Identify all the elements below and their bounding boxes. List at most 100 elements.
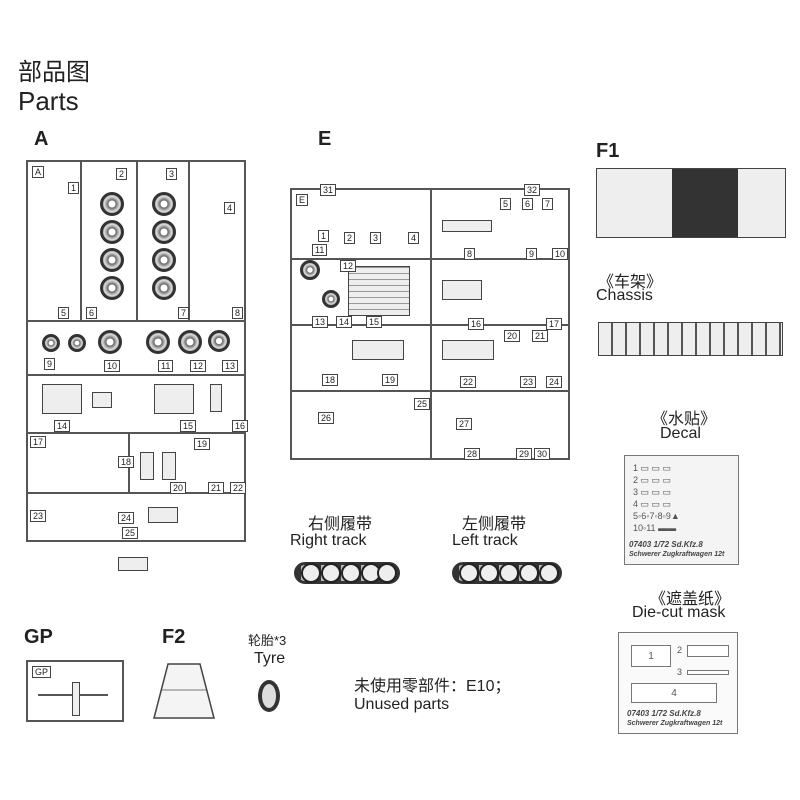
- part-number: 14: [336, 316, 353, 328]
- part-number: 31: [320, 184, 337, 196]
- gp-sprue-frame: GP: [26, 660, 124, 722]
- part-number: 13: [312, 316, 329, 328]
- decal-caption-2: Schwerer Zugkraftwagen 12t: [629, 551, 725, 558]
- part-number: 7: [178, 307, 190, 319]
- part-number: 23: [520, 376, 537, 388]
- part-number: 3: [370, 232, 382, 244]
- part-number: 16: [232, 420, 249, 432]
- tyre-label-cn: 轮胎*3: [248, 633, 287, 648]
- sprue-e-tag: E: [296, 194, 309, 206]
- decal-number: 4: [633, 499, 639, 509]
- part-number: 19: [194, 438, 211, 450]
- part-number: 20: [170, 482, 187, 494]
- left-track-label-en: Left track: [452, 532, 518, 549]
- part-number: 4: [224, 202, 236, 214]
- part-number: 1: [68, 182, 80, 194]
- part-number: 15: [366, 316, 383, 328]
- mask-label-cn: 《遮盖纸》: [650, 591, 731, 608]
- unused-parts-en: Unused parts: [354, 696, 450, 713]
- part-number: 17: [30, 436, 47, 448]
- part-number: 19: [382, 374, 399, 386]
- right-track-label-cn: 右侧履带: [308, 516, 373, 533]
- part-number: 4: [408, 232, 420, 244]
- part-number: 24: [118, 512, 135, 524]
- part-number: 14: [54, 420, 71, 432]
- part-number: 25: [122, 527, 139, 539]
- part-number: 12: [190, 360, 207, 372]
- decal-number: 3: [633, 487, 639, 497]
- title-chinese: 部品图: [18, 59, 90, 86]
- right-track-label-en: Right track: [290, 532, 367, 549]
- left-track-label-cn: 左侧履带: [462, 516, 527, 533]
- tyre-label-en: Tyre: [254, 650, 286, 667]
- part-number: 30: [534, 448, 551, 460]
- part-number: 23: [30, 510, 47, 522]
- sprue-a-frame: A 1 2 3 4 5 6 7 8 9 10 11 12 13 14 15 16…: [26, 160, 249, 571]
- chassis-label-cn: 《车架》: [598, 274, 663, 291]
- part-number: 11: [312, 244, 328, 256]
- chassis-part: [598, 322, 783, 356]
- decal-number: 5: [633, 511, 639, 521]
- part-number: 25: [414, 398, 431, 410]
- part-number: 8: [464, 248, 476, 260]
- part-number: 8: [232, 307, 244, 319]
- part-number: 29: [516, 448, 533, 460]
- part-number: 2: [116, 168, 128, 180]
- part-number: 10: [104, 360, 121, 372]
- gp-label: GP: [24, 626, 53, 648]
- part-number: 22: [230, 482, 247, 494]
- part-number: 3: [166, 168, 178, 180]
- part-number: 12: [340, 260, 357, 272]
- part-number: 9: [526, 248, 538, 260]
- mask-label-en: Die-cut mask: [632, 604, 726, 621]
- decal-number: 7: [649, 511, 655, 521]
- part-number: 5: [58, 307, 70, 319]
- sprue-e-label: E: [318, 128, 332, 150]
- mask-caption-2: Schwerer Zugkraftwagen 12t: [627, 720, 723, 727]
- part-number: 18: [322, 374, 339, 386]
- part-number: 13: [222, 360, 239, 372]
- mask-number: 3: [677, 667, 683, 677]
- f1-body-part: [596, 168, 786, 238]
- part-number: 7: [542, 198, 554, 210]
- sprue-e-frame: E 1 2 3 4 5 6 7 8 9 10 11 12 13 14 15 16…: [290, 184, 570, 460]
- part-number: 6: [86, 307, 98, 319]
- title-english: Parts: [18, 86, 79, 116]
- decal-number: 11: [646, 523, 656, 533]
- chassis-label-en: Chassis: [596, 287, 653, 304]
- decal-label-en: Decal: [660, 425, 701, 442]
- gp-tag: GP: [32, 666, 52, 678]
- part-number: 9: [44, 358, 56, 370]
- part-number: 18: [118, 456, 135, 468]
- unused-parts-cn: 未使用零部件：E10；: [354, 678, 511, 695]
- part-number: 32: [524, 184, 541, 196]
- part-number: 26: [318, 412, 335, 424]
- sprue-a-tag: A: [32, 166, 45, 178]
- left-track-part: [452, 562, 562, 584]
- decal-number: 6: [641, 511, 647, 521]
- decal-number: 10: [633, 523, 644, 533]
- decal-number: 9: [665, 511, 671, 521]
- part-number: 21: [208, 482, 225, 494]
- part-number: 24: [546, 376, 563, 388]
- part-number: 1: [318, 230, 330, 242]
- part-number: 20: [504, 330, 521, 342]
- f2-label: F2: [162, 626, 186, 648]
- decal-sheet: 1 ▭ ▭ ▭ 2 ▭ ▭ ▭ 3 ▭ ▭ ▭ 4 ▭ ▭ ▭ 5◦6◦7◦8◦…: [624, 455, 739, 565]
- part-number: 28: [464, 448, 481, 460]
- part-number: 16: [468, 318, 485, 330]
- part-number: 21: [532, 330, 549, 342]
- mask-caption-1: 07403 1/72 Sd.Kfz.8: [627, 709, 701, 718]
- decal-number: 8: [657, 511, 663, 521]
- f2-part: [153, 663, 215, 719]
- right-track-part: [294, 562, 400, 584]
- mask-number: 2: [677, 645, 683, 655]
- part-number: 11: [158, 360, 174, 372]
- decal-caption-1: 07403 1/72 Sd.Kfz.8: [629, 540, 703, 549]
- part-number: 6: [522, 198, 534, 210]
- part-number: 5: [500, 198, 512, 210]
- part-number: 22: [460, 376, 477, 388]
- decal-number: 1: [633, 463, 639, 473]
- part-number: 27: [456, 418, 473, 430]
- part-number: 2: [344, 232, 356, 244]
